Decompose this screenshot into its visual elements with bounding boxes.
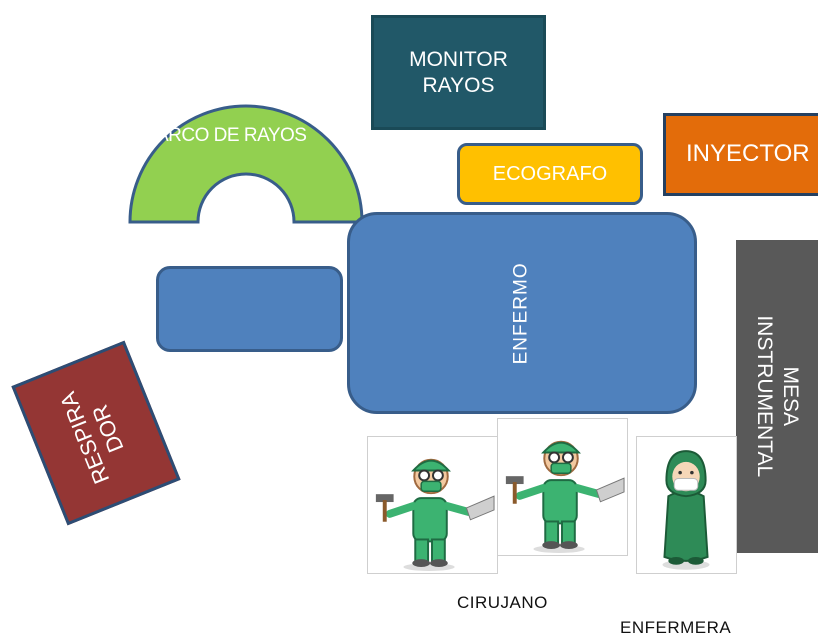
respirador-box: RESPIRA DOR (11, 340, 181, 526)
monitor-rayos-box: MONITOR RAYOS (371, 15, 546, 130)
arco-de-rayos-label: ARCO DE RAYOS (156, 125, 307, 146)
inyector-label: INYECTOR (686, 140, 810, 168)
respirador-label: RESPIRA DOR (54, 379, 137, 487)
mesa-label-line1: MESA (779, 366, 803, 427)
monitor-rayos-label-line1: MONITOR (409, 48, 508, 72)
cirujano-figure-1 (367, 436, 498, 574)
enfermera-figure (636, 436, 737, 574)
enfermo-box: ENFERMO (347, 212, 697, 414)
arco-de-rayos-shape (128, 104, 364, 224)
enfermera-label: ENFERMERA (620, 618, 732, 637)
mesa-label-line2: INSTRUMENTAL (753, 315, 777, 478)
arm-board-box (156, 266, 343, 352)
inyector-box: INYECTOR (663, 113, 818, 196)
nurse-icon (662, 450, 710, 570)
ecografo-box: ECOGRAFO (457, 143, 643, 205)
cirujano-label: CIRUJANO (457, 593, 548, 612)
ecografo-label: ECOGRAFO (492, 163, 608, 185)
surgeon-icon (505, 440, 625, 553)
enfermo-label: ENFERMO (510, 261, 532, 364)
surgeon-icon (375, 458, 495, 571)
cirujano-figure-2 (497, 418, 628, 556)
mesa-instrumental-box: MESA INSTRUMENTAL (736, 240, 818, 553)
monitor-rayos-label-line2: RAYOS (422, 73, 495, 97)
mesa-instrumental-label: MESA INSTRUMENTAL (751, 316, 804, 478)
